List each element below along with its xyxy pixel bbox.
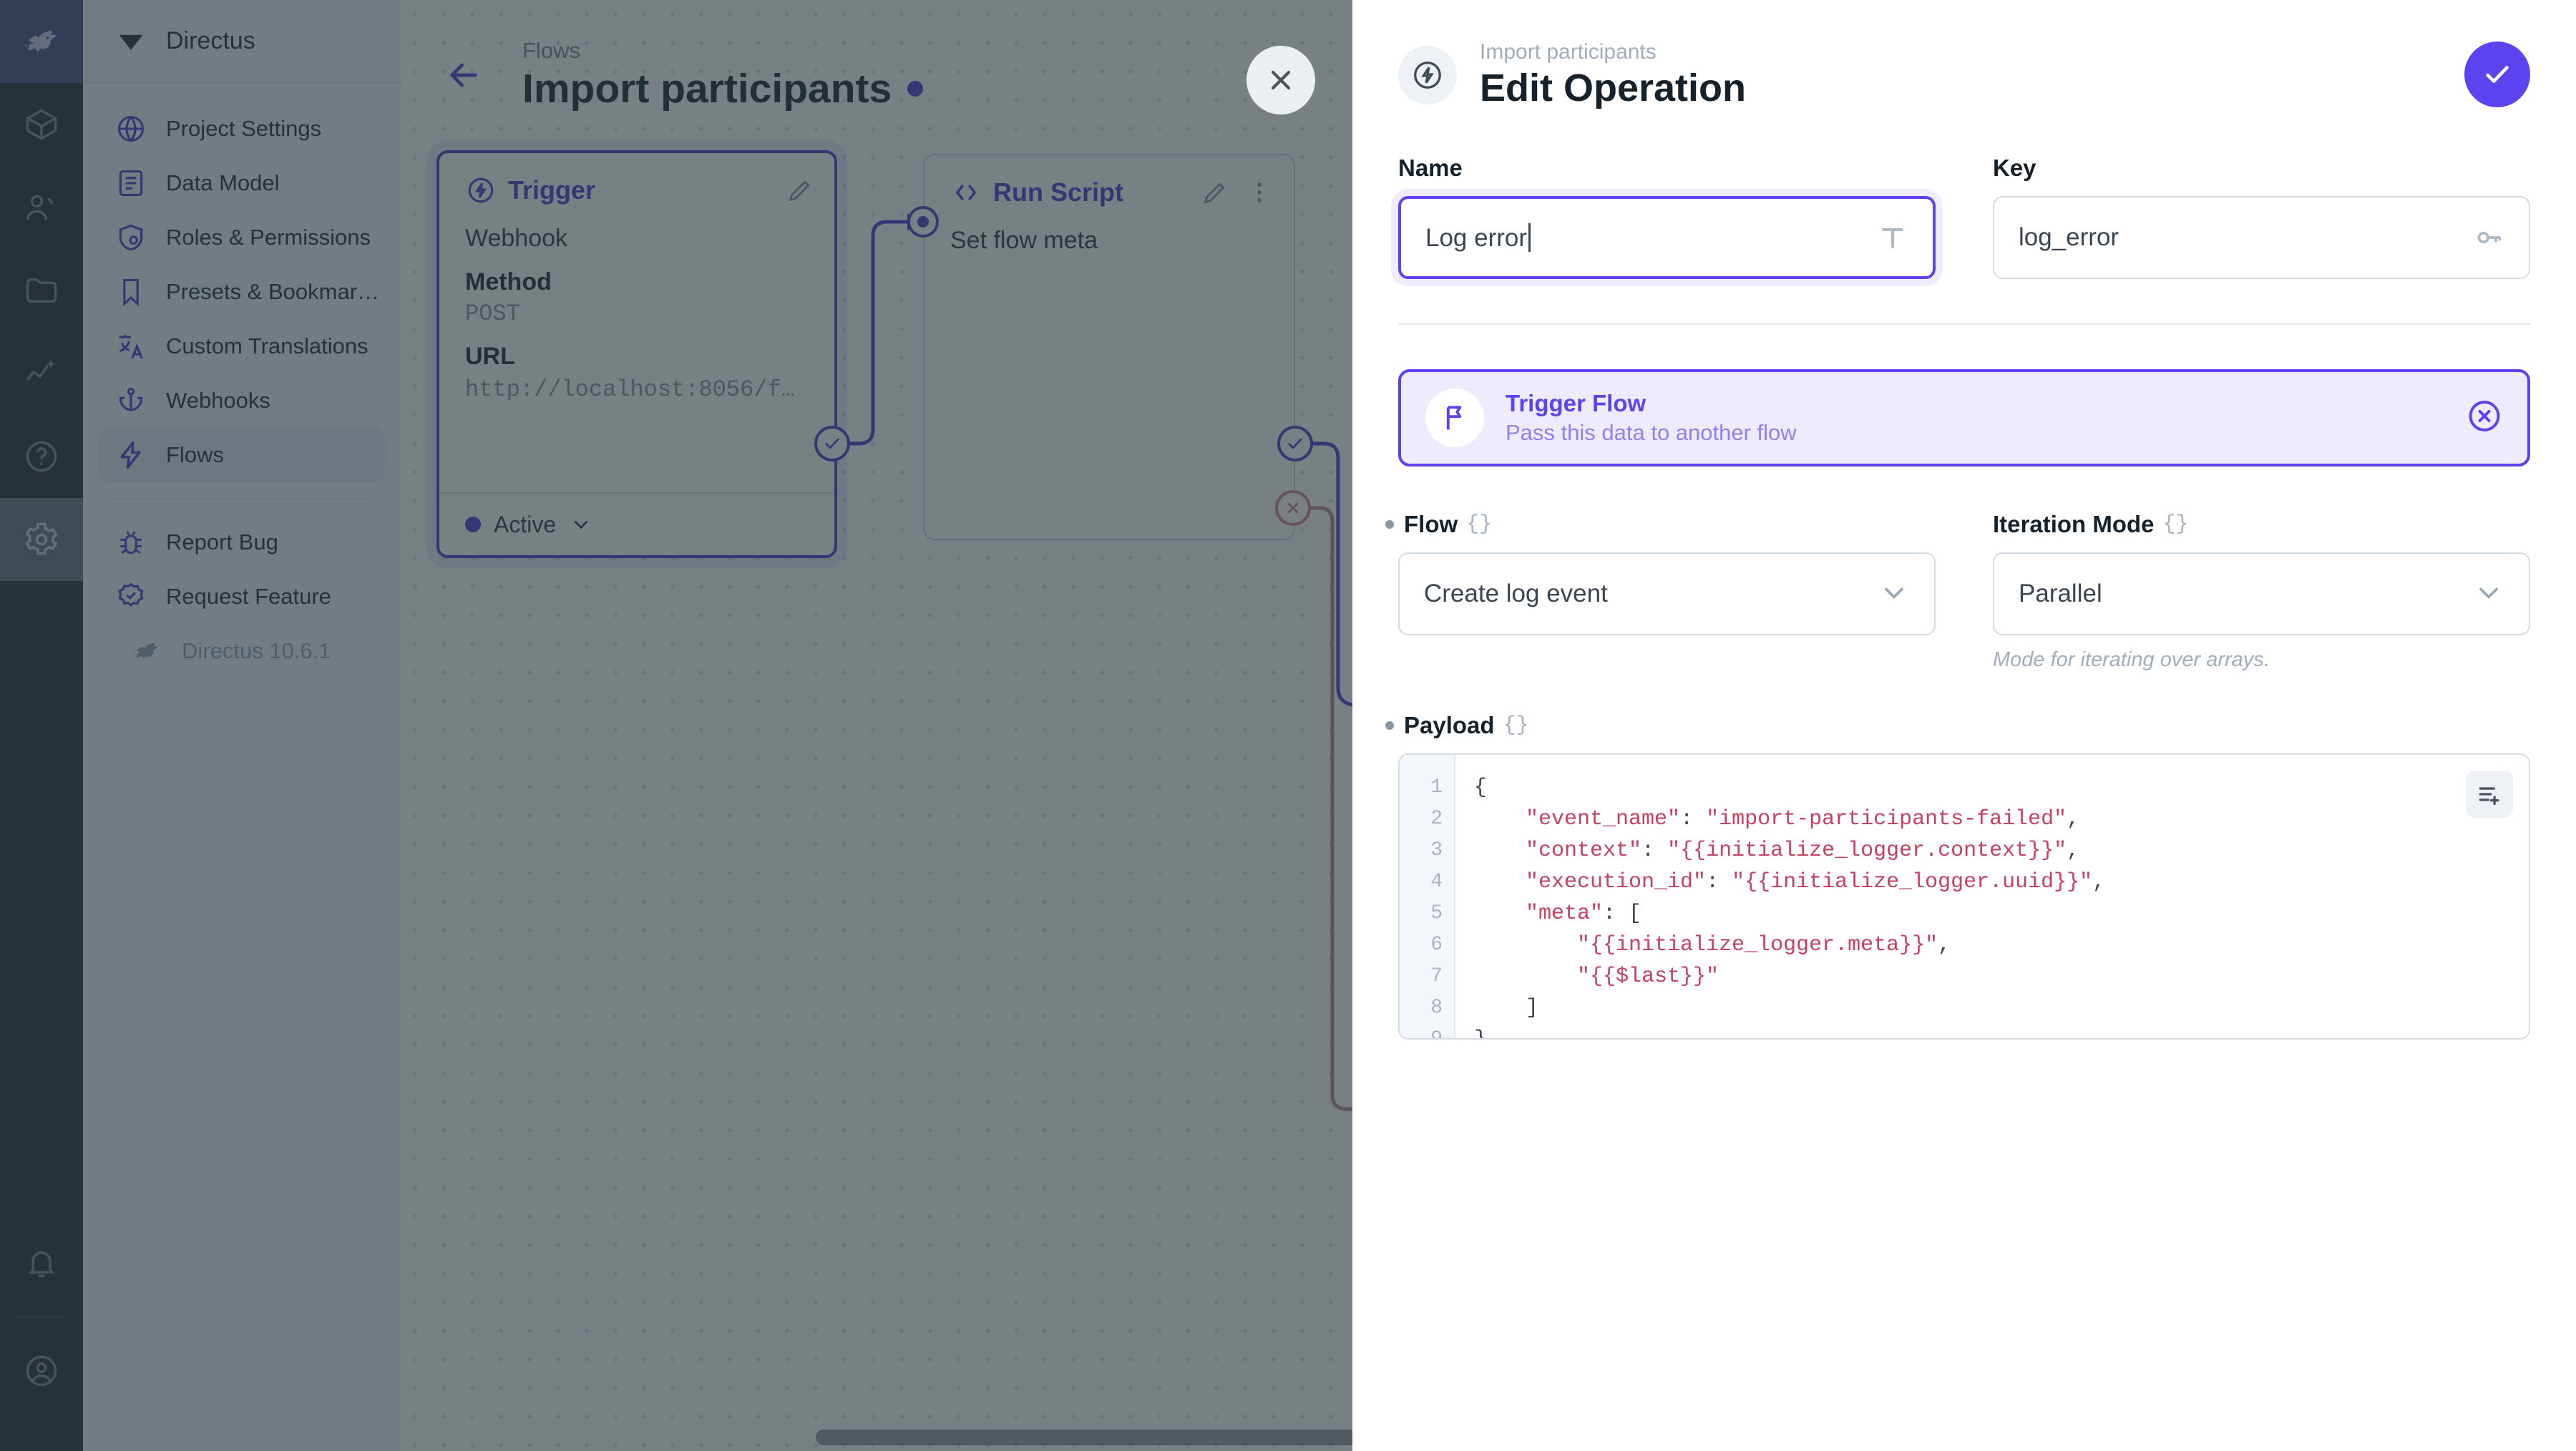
- iteration-braces: {}: [2162, 512, 2189, 537]
- iteration-hint: Mode for iterating over arrays.: [1993, 648, 2270, 671]
- chevron-down-icon[interactable]: [2473, 577, 2504, 612]
- iteration-field-group: Iteration Mode {} Parallel Mode for iter…: [1993, 511, 2530, 672]
- code-line-number: 4: [1430, 871, 1443, 893]
- banner-title: Trigger Flow: [1506, 390, 1646, 416]
- name-input[interactable]: Log error: [1398, 196, 1936, 279]
- save-button[interactable]: [2464, 41, 2530, 107]
- payload-label: Payload {}: [1398, 712, 2530, 739]
- iteration-select[interactable]: Parallel: [1993, 552, 2530, 635]
- iteration-select-value: Parallel: [2019, 580, 2102, 607]
- payload-braces: {}: [1503, 713, 1529, 738]
- operation-type-banner[interactable]: Trigger Flow Pass this data to another f…: [1398, 369, 2530, 466]
- check-icon: [2486, 66, 2509, 83]
- code-line-number: 3: [1430, 839, 1443, 861]
- payload-label-text: Payload: [1404, 712, 1495, 738]
- code-line-number: 6: [1430, 934, 1443, 956]
- code-line-number: 5: [1430, 902, 1443, 924]
- code-line: "meta": [: [1526, 902, 1642, 926]
- iteration-label-text: Iteration Mode: [1993, 511, 2155, 537]
- code-line-number: 8: [1430, 997, 1443, 1019]
- flow-braces: {}: [1466, 512, 1493, 537]
- operation-type-icon: [1398, 46, 1457, 104]
- flow-label-text: Flow: [1404, 511, 1458, 537]
- flow-select-value: Create log event: [1424, 580, 1608, 607]
- code-line-number: 1: [1430, 776, 1443, 798]
- drawer-header: Import participants Edit Operation: [1352, 0, 2576, 110]
- close-circle-icon: [2469, 401, 2500, 431]
- form-divider: [1398, 323, 2530, 325]
- drawer-title: Edit Operation: [1480, 67, 1747, 109]
- drawer-breadcrumb: Import participants: [1480, 40, 1657, 64]
- flag-icon: [1425, 389, 1484, 447]
- operation-form: Name Log error Key log_error: [1352, 155, 2576, 1040]
- key-input[interactable]: log_error: [1993, 196, 2530, 279]
- key-field-group: Key log_error: [1993, 155, 2530, 279]
- code-line-number: 7: [1430, 965, 1443, 987]
- drawer-titles: Import participants Edit Operation: [1480, 40, 1746, 110]
- code-line: "context": "{{initialize_logger.context}…: [1526, 839, 2080, 863]
- text-format-icon: [1877, 222, 1908, 253]
- flow-select[interactable]: Create log event: [1398, 552, 1936, 635]
- code-line: ]: [1526, 996, 1539, 1020]
- code-line: "event_name": "import-participants-faile…: [1526, 807, 2080, 831]
- chevron-down-icon[interactable]: [1878, 577, 1910, 612]
- flow-field-group: Flow {} Create log event: [1398, 511, 1936, 672]
- key-input-value: log_error: [2019, 223, 2119, 251]
- close-x-icon: [1271, 70, 1291, 90]
- clear-operation-type-button[interactable]: [2466, 398, 2503, 439]
- code-line: {: [1474, 776, 1488, 800]
- key-icon: [2473, 222, 2504, 253]
- key-label: Key: [1993, 155, 2036, 181]
- text-caret: [1528, 223, 1531, 252]
- code-line-number: 9: [1430, 1028, 1443, 1040]
- code-line: }: [1474, 1024, 2529, 1038]
- bolt-circle-icon: [1414, 62, 1441, 89]
- code-line: "{{initialize_logger.meta}}",: [1577, 933, 1951, 957]
- name-field-group: Name Log error: [1398, 155, 1936, 279]
- name-input-value: Log error: [1425, 223, 1528, 252]
- name-label: Name: [1398, 155, 1463, 181]
- payload-field-group: Payload {} 1 2 3 4 5 6 7 8 9 { "event_name": "im…: [1398, 712, 2530, 1040]
- payload-code-editor[interactable]: 1 2 3 4 5 6 7 8 9 { "event_name": "import-partic…: [1398, 753, 2530, 1040]
- format-list-add-icon[interactable]: [2466, 771, 2513, 818]
- code-content[interactable]: { "event_name": "import-participants-fai…: [1455, 755, 2529, 1038]
- flow-iteration-row: Flow {} Create log event Iteration Mode …: [1398, 511, 2530, 672]
- banner-subtitle: Pass this data to another flow: [1506, 420, 1797, 445]
- code-line: "{{$last}}": [1577, 964, 1719, 989]
- flow-label: Flow {}: [1398, 511, 1936, 538]
- banner-text: Trigger Flow Pass this data to another f…: [1506, 390, 1797, 446]
- code-line-numbers: 1 2 3 4 5 6 7 8 9: [1400, 755, 1455, 1038]
- name-key-row: Name Log error Key log_error: [1398, 155, 2530, 279]
- code-line: "execution_id": "{{initialize_logger.uui…: [1526, 870, 2106, 894]
- code-line-number: 2: [1430, 808, 1443, 830]
- edit-operation-drawer: Import participants Edit Operation Name …: [1352, 0, 2576, 1451]
- close-drawer-button[interactable]: [1246, 46, 1315, 114]
- iteration-label: Iteration Mode {}: [1993, 511, 2530, 538]
